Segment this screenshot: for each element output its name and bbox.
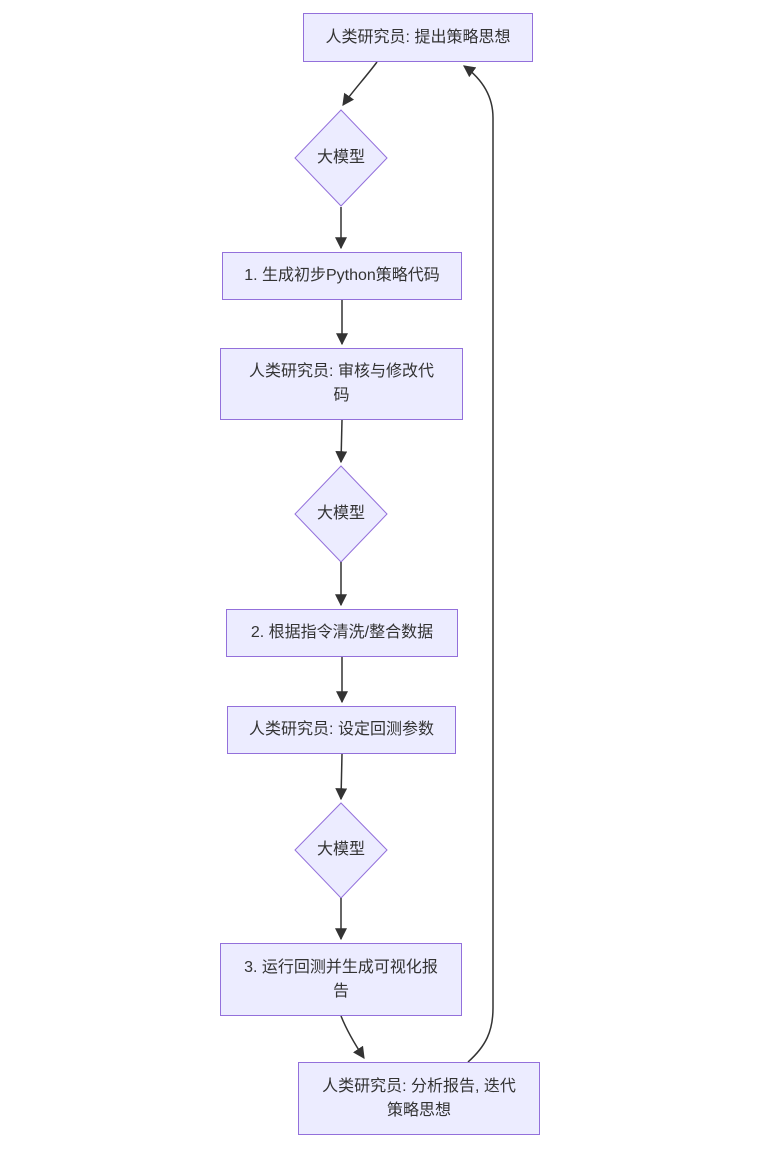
node-generate-python-code-label: 1. 生成初步Python策略代码 (244, 267, 440, 284)
edge-n7-n8 (335, 753, 348, 801)
edge-n10-n1-feedback (463, 65, 494, 1063)
node-run-backtest-report-label: 3. 运行回测并生成可视化报告 (244, 958, 438, 1000)
node-review-modify-code: 人类研究员: 审核与修改代码 (220, 348, 463, 420)
edge-n4-n5 (335, 419, 348, 464)
node-clean-integrate-data: 2. 根据指令清洗/整合数据 (226, 609, 458, 657)
node-analyze-iterate: 人类研究员: 分析报告, 迭代策略思想 (298, 1062, 540, 1135)
edge-n1-n2 (342, 61, 378, 106)
diamond-llm-3-label: 大模型 (316, 841, 365, 858)
node-run-backtest-report: 3. 运行回测并生成可视化报告 (220, 943, 462, 1016)
diamond-llm-2-label: 大模型 (316, 505, 365, 522)
node-propose-strategy-label: 人类研究员: 提出策略思想 (325, 28, 511, 46)
node-clean-integrate-data-label: 2. 根据指令清洗/整合数据 (250, 624, 434, 641)
node-analyze-iterate-label: 人类研究员: 分析报告, 迭代策略思想 (322, 1077, 516, 1119)
node-generate-python-code: 1. 生成初步Python策略代码 (222, 252, 462, 300)
node-review-modify-code-label: 人类研究员: 审核与修改代码 (249, 363, 434, 404)
edge-n9-n10 (340, 1015, 365, 1059)
node-propose-strategy: 人类研究员: 提出策略思想 (303, 13, 533, 62)
diamond-shape-llm-1 (294, 109, 388, 207)
node-set-backtest-params-label: 人类研究员: 设定回测参数 (249, 721, 434, 738)
node-set-backtest-params: 人类研究员: 设定回测参数 (227, 706, 456, 754)
diamond-llm-1-label: 大模型 (316, 149, 365, 166)
